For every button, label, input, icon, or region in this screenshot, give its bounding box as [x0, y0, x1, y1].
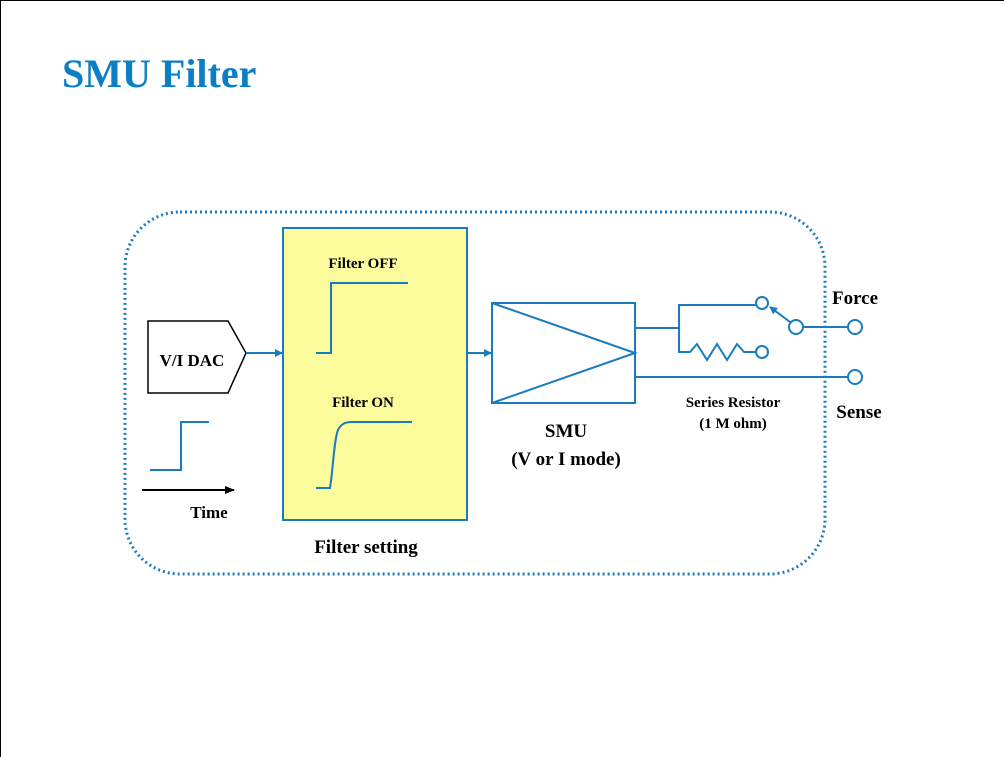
series-resistor-value: (1 M ohm) — [699, 416, 767, 432]
filter-on-label: Filter ON — [332, 395, 394, 411]
smu-label: SMU — [545, 421, 588, 442]
time-label: Time — [190, 503, 228, 522]
switch-terminal-direct — [755, 296, 769, 310]
filter-off-waveform — [316, 282, 408, 354]
switch-blade — [769, 306, 791, 323]
smu-mode-label: (V or I mode) — [511, 449, 621, 470]
vi-dac-label: V/I DAC — [160, 351, 225, 370]
filter-block: Filter OFF Filter ON — [282, 227, 468, 521]
force-path — [635, 296, 863, 362]
amplifier-symbol — [491, 302, 639, 404]
instrument-boundary — [123, 210, 827, 576]
vi-dac-block: V/I DAC — [147, 320, 247, 394]
filter-setting-label: Filter setting — [314, 537, 418, 558]
filter-on-waveform — [316, 421, 412, 489]
filter-off-label: Filter OFF — [328, 256, 397, 272]
dac-step-waveform — [150, 421, 209, 471]
sense-path — [635, 369, 863, 385]
force-terminal — [847, 319, 863, 335]
sense-label: Sense — [836, 402, 881, 423]
force-label: Force — [832, 288, 878, 309]
series-resistor-label: Series Resistor — [686, 395, 781, 411]
switch-terminal-resistor — [755, 345, 769, 359]
switch-pivot — [788, 319, 804, 335]
smu-block — [491, 302, 639, 404]
sense-terminal — [847, 369, 863, 385]
slide-title: SMU Filter — [62, 51, 257, 96]
